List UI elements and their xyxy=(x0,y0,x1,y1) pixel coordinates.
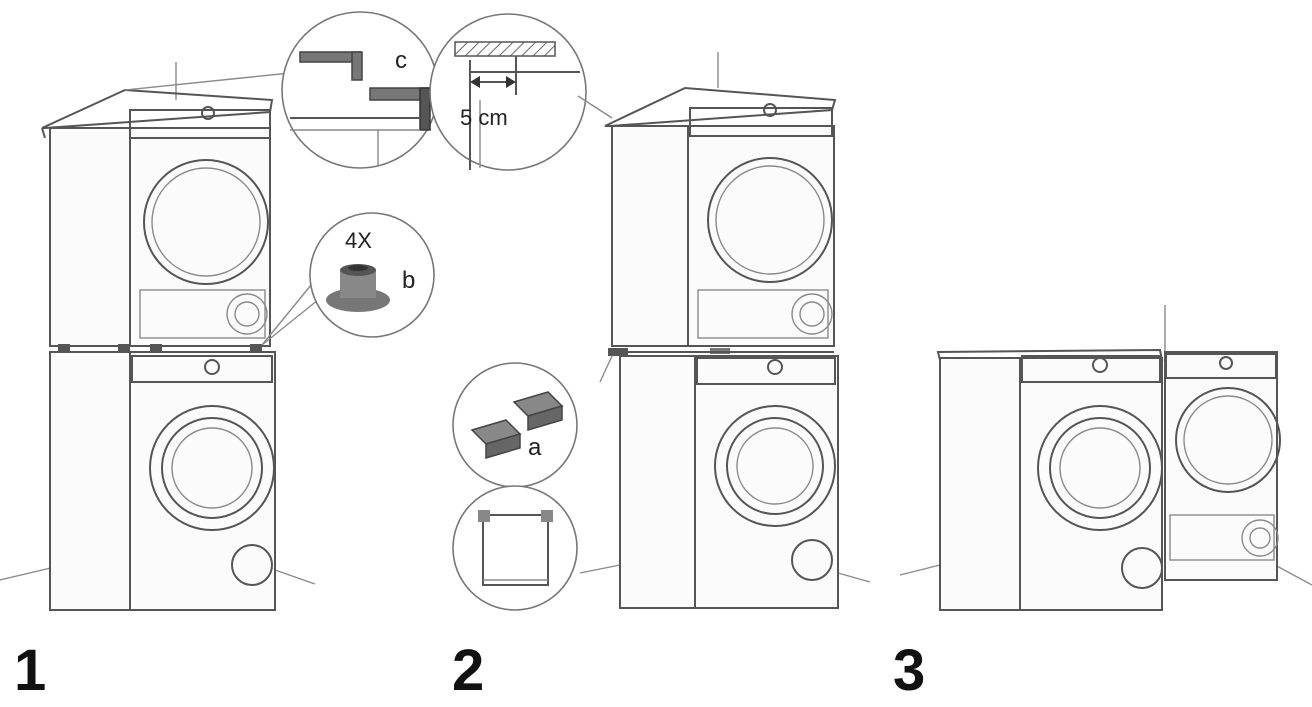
frame-topview-callout xyxy=(452,485,578,611)
dryer-feet xyxy=(58,344,262,352)
step-number-2: 2 xyxy=(452,638,485,703)
dryer-side-by-side xyxy=(1164,351,1281,581)
stacking-frame xyxy=(41,88,274,139)
bracket-callout: c xyxy=(124,11,439,169)
feet-label: b xyxy=(402,267,415,294)
distance-label: 5 cm xyxy=(460,105,508,130)
step-2-illustration: a xyxy=(452,52,871,611)
installed-clips xyxy=(608,348,834,356)
feet-quantity: 4X xyxy=(345,228,372,253)
step-1-illustration: c 5 cm 4X b xyxy=(0,11,613,611)
step-number-3: 3 xyxy=(893,638,926,703)
clips-label: a xyxy=(528,434,542,461)
washer-bottom xyxy=(49,351,276,611)
washer-bottom-step2 xyxy=(619,355,839,609)
washer-side-by-side xyxy=(936,348,1164,611)
step-3-illustration xyxy=(899,305,1312,611)
step-number-1: 1 xyxy=(14,638,47,703)
dryer-top-step2 xyxy=(604,86,837,347)
feet-callout: 4X b xyxy=(261,212,435,346)
dryer-top xyxy=(49,106,271,347)
bracket-label: c xyxy=(395,47,407,74)
clips-callout: a xyxy=(452,355,613,488)
distance-callout: 5 cm xyxy=(429,13,613,171)
